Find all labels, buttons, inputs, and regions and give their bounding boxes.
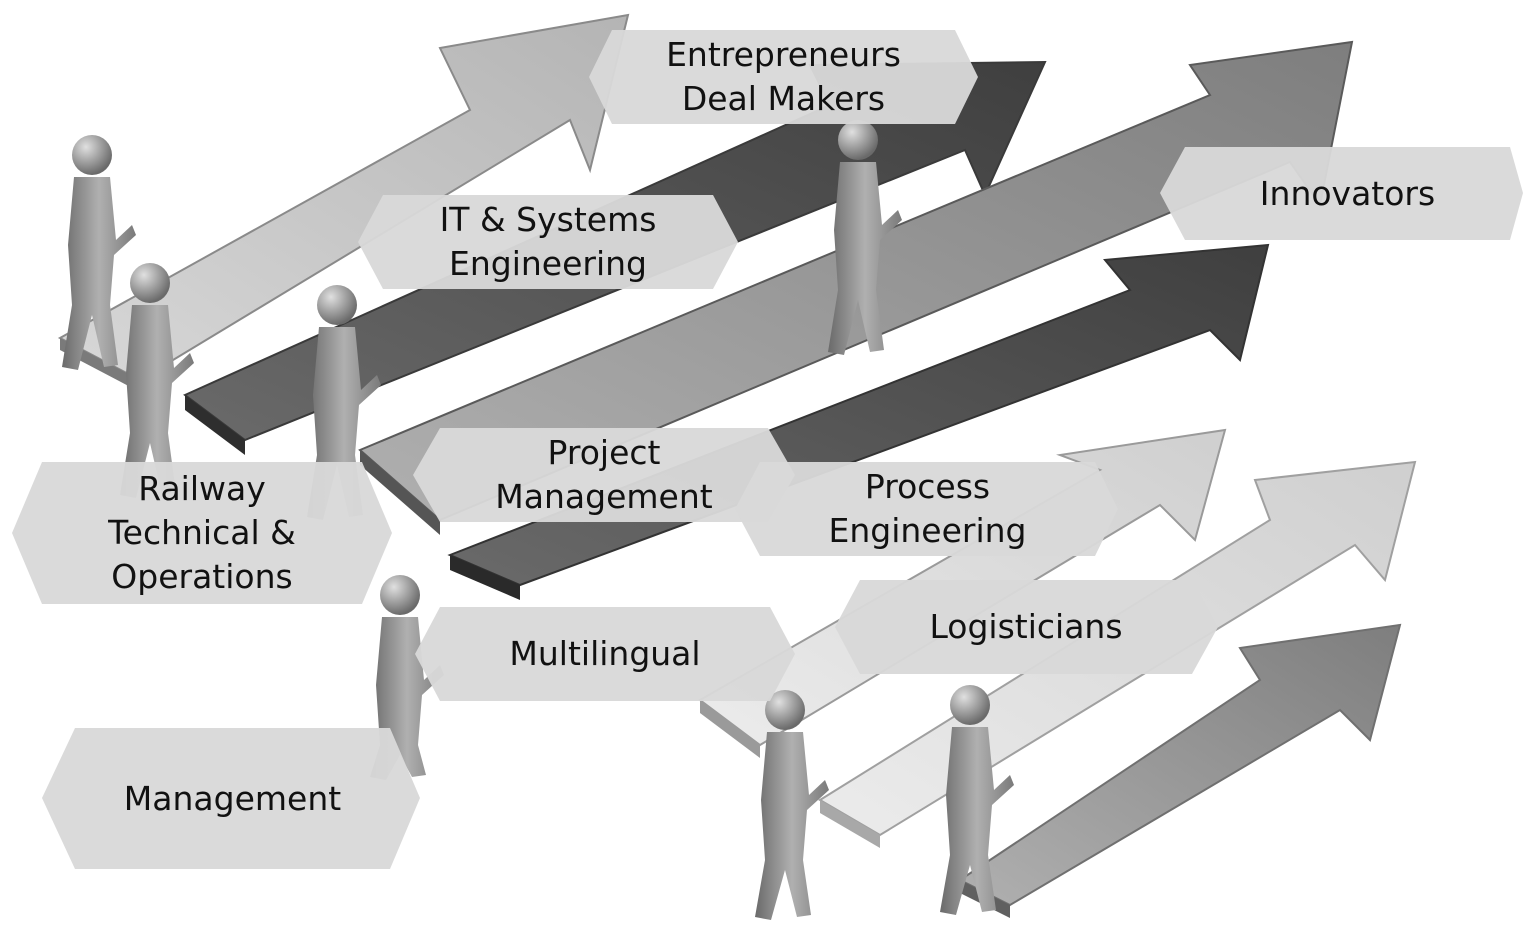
person-figure: [62, 135, 136, 370]
hex-management: [42, 728, 420, 869]
person-figure: [828, 120, 902, 355]
hex-railway: [12, 462, 392, 604]
person-figure: [755, 690, 829, 920]
hex-entrepreneurs: [589, 30, 978, 124]
hex-it-systems: [358, 195, 738, 289]
hex-project-management: [413, 428, 795, 522]
person-figure: [940, 685, 1014, 915]
hex-multilingual: [415, 607, 795, 701]
hex-process-engineering: [735, 462, 1118, 556]
hex-innovators: [1160, 147, 1523, 240]
person-figure: [120, 263, 194, 498]
hexagons-layer: [12, 30, 1523, 869]
hex-logisticians: [835, 580, 1218, 674]
